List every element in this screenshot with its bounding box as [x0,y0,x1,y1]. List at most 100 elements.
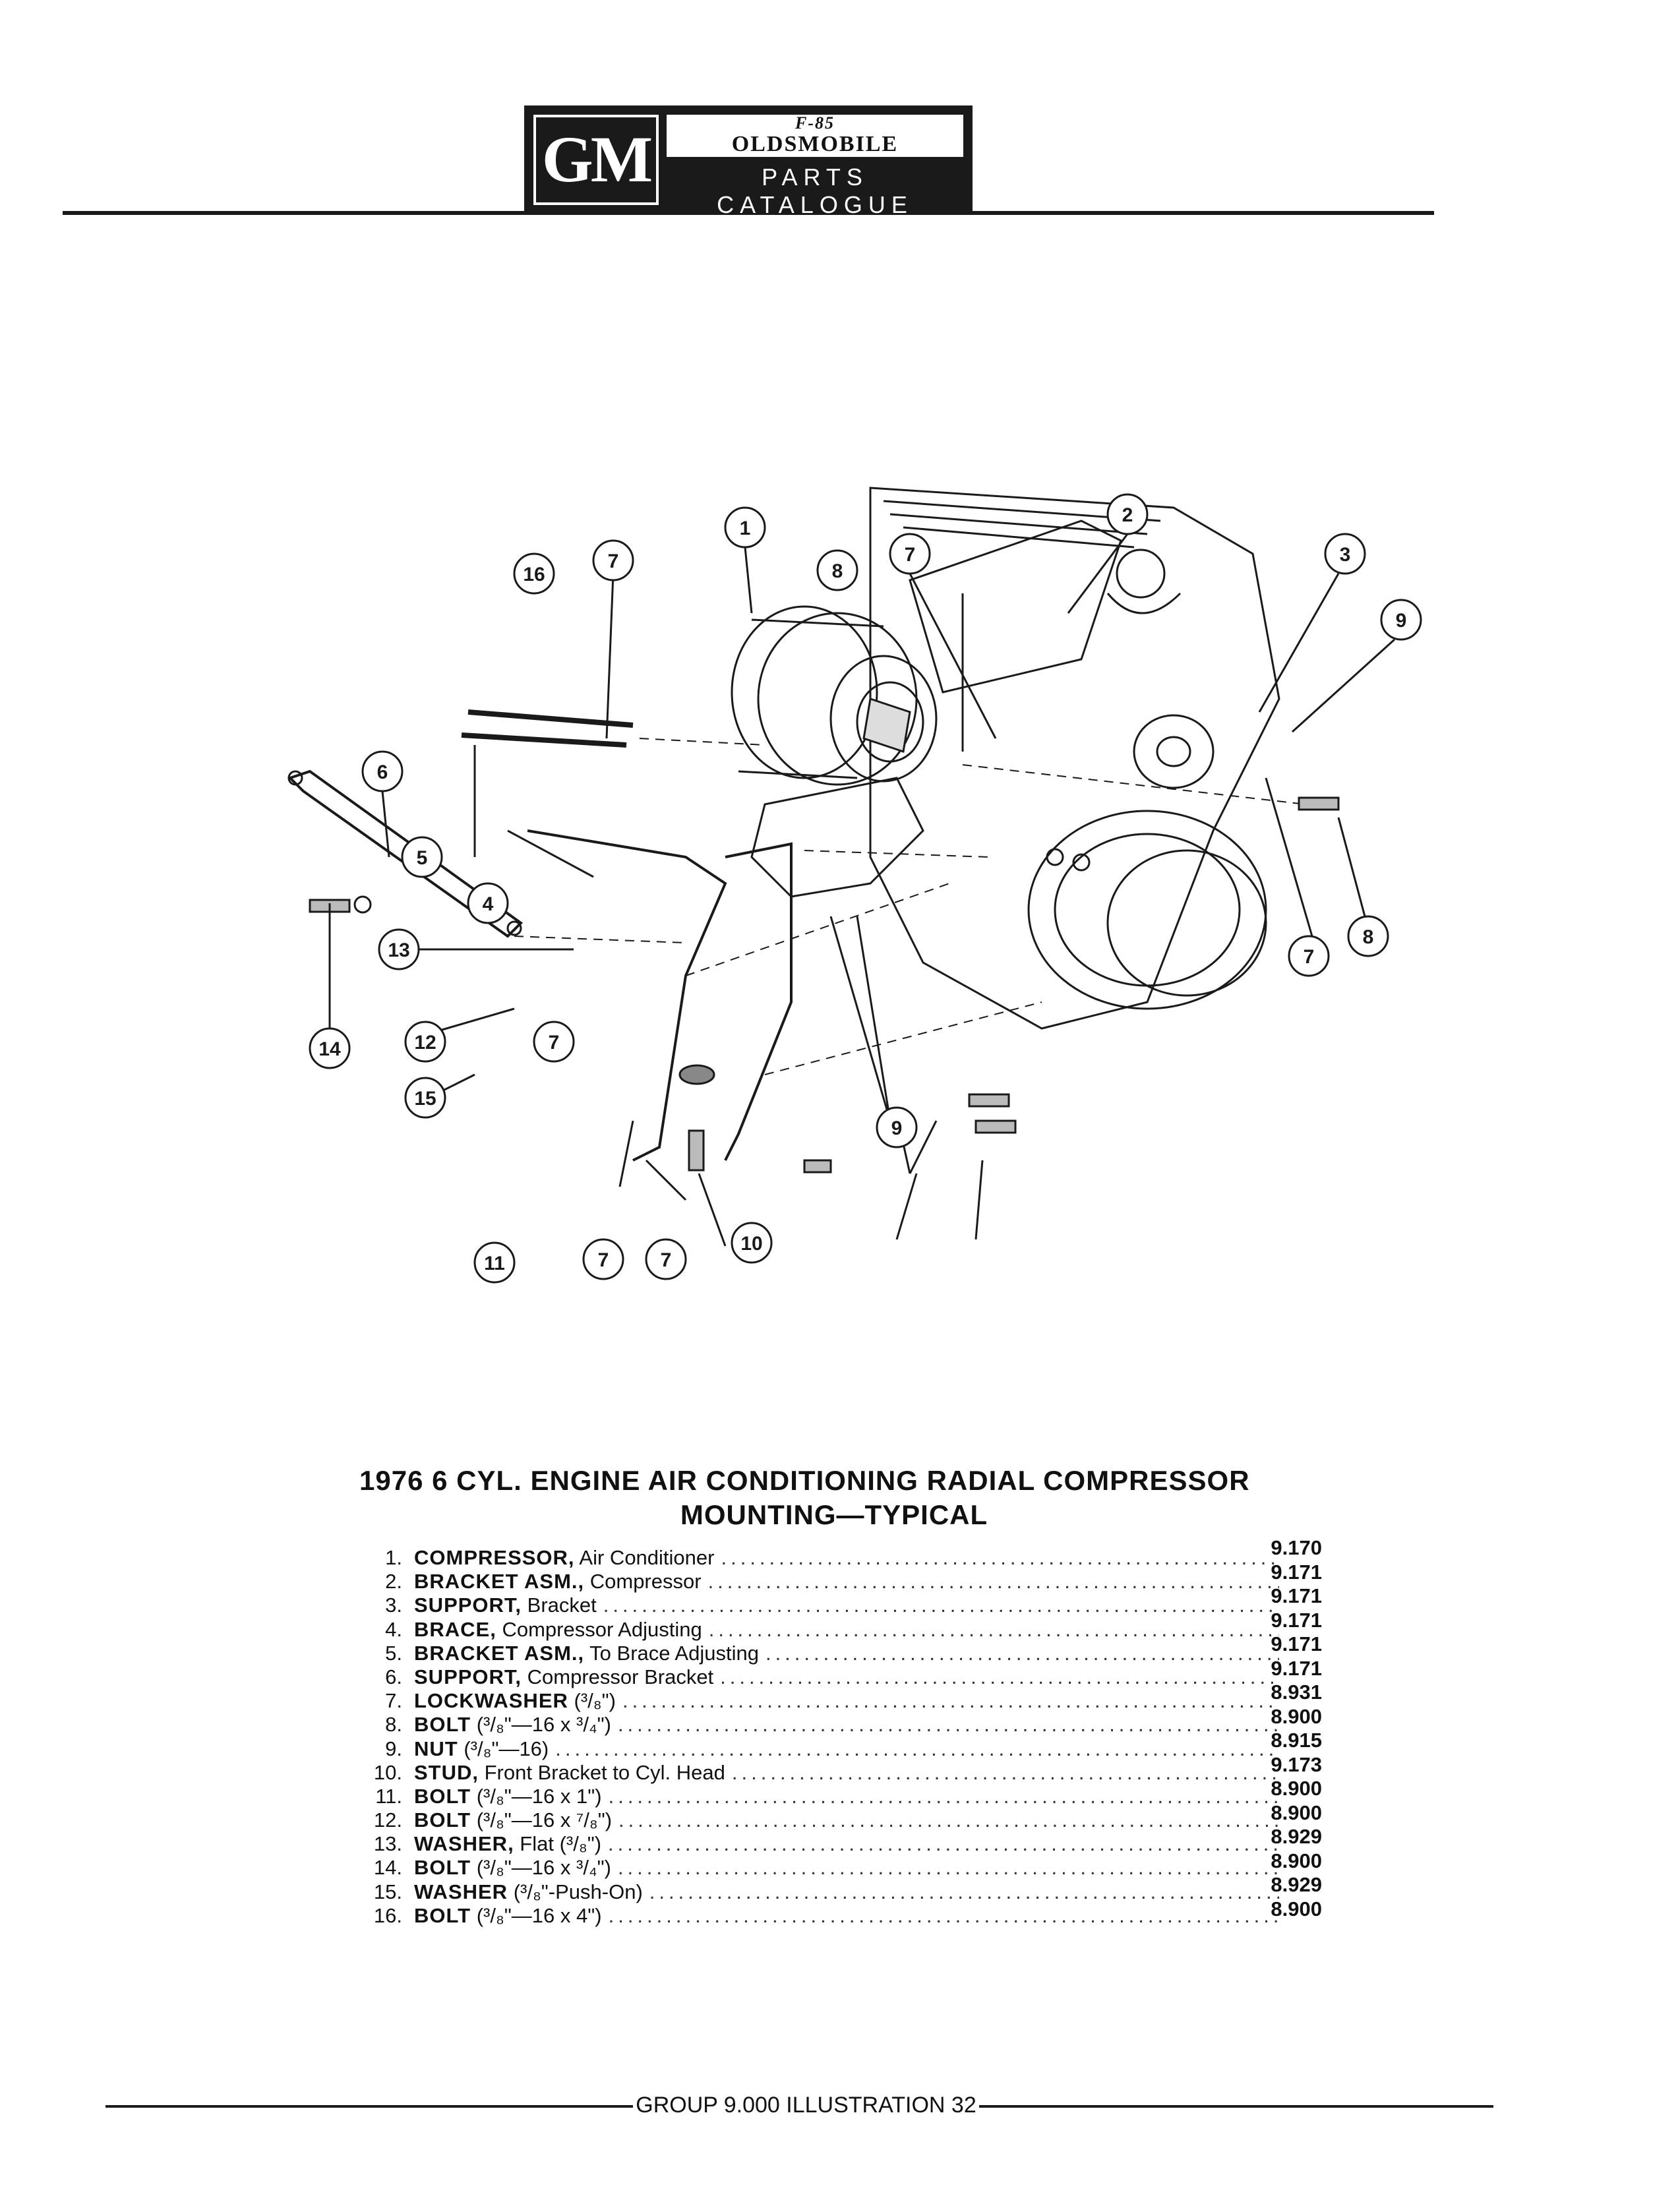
callout-8: 8 [816,549,858,591]
part-number: 16. [373,1903,402,1927]
part-name: BOLT [414,1713,471,1737]
part-description: BOLT (³/₈"—16 x ³/₄") [414,1713,611,1737]
svg-text:7: 7 [608,550,619,572]
part-number: 2. [385,1570,402,1593]
callout-7: 7 [889,533,931,575]
part-number: 4. [385,1617,402,1641]
part-detail: Compressor Adjusting [496,1617,702,1641]
callout-7: 7 [592,539,634,581]
part-description: WASHER, Flat (³/₈") [414,1832,601,1856]
group-reference: 9.171 [1271,1560,1322,1584]
group-reference: 8.900 [1271,1849,1322,1872]
illustration-caption: 1976 6 CYL. ENGINE AIR CONDITIONING RADI… [359,1464,1309,1532]
leader-dots: ........................................… [608,1832,1279,1856]
group-reference: 8.900 [1271,1897,1322,1920]
group-reference: 8.900 [1271,1704,1322,1728]
leader-dots: ........................................… [721,1546,1279,1569]
part-name: BRACKET ASM., [414,1570,585,1593]
parts-list-row: 4. BRACE, Compressor Adjusting...........… [349,1618,1332,1642]
svg-text:7: 7 [661,1249,672,1271]
part-detail: (³/₈"—16 x ³/₄") [471,1856,611,1880]
part-description: COMPRESSOR, Air Conditioner [414,1546,714,1570]
part-detail: (³/₈"—16) [458,1737,549,1760]
callout-3: 3 [1324,533,1366,575]
svg-text:3: 3 [1340,544,1351,566]
catalogue-title: PARTS CATALOGUE [717,164,913,218]
parts-list-row: 13.WASHER, Flat (³/₈")..................… [349,1832,1332,1856]
svg-text:16: 16 [523,564,545,585]
callout-11: 11 [473,1241,516,1284]
leader-dots: ........................................… [555,1737,1279,1760]
leader-dots: ........................................… [603,1593,1279,1617]
part-description: BOLT (³/₈"—16 x ⁷/₈") [414,1808,612,1832]
svg-text:9: 9 [1396,610,1407,632]
svg-text:10: 10 [740,1233,762,1255]
svg-text:2: 2 [1122,504,1133,526]
leader-dots: ........................................… [617,1856,1279,1880]
footer-rule-right [979,2105,1493,2108]
callout-9: 9 [876,1106,918,1148]
parts-list-row: 1.COMPRESSOR, Air Conditioner...........… [349,1546,1332,1570]
part-detail: To Brace Adjusting [584,1641,759,1665]
svg-text:7: 7 [549,1032,560,1054]
parts-list-row: 7.LOCKWASHER (³/₈").....................… [349,1689,1332,1713]
part-name: LOCKWASHER [414,1689,568,1713]
callout-7: 7 [533,1021,575,1063]
callout-7: 7 [645,1238,687,1280]
leader-dots: ........................................… [707,1570,1279,1593]
leader-dots: ........................................… [618,1808,1279,1832]
group-reference: 8.929 [1271,1825,1322,1848]
parts-list-row: 9.NUT (³/₈"—16).........................… [349,1737,1332,1761]
callout-6: 6 [361,750,404,792]
parts-list-row: 12.BOLT (³/₈"—16 x ⁷/₈")................… [349,1808,1332,1832]
callout-13: 13 [378,928,420,970]
svg-text:13: 13 [388,939,409,961]
part-description: SUPPORT, Bracket [414,1593,597,1617]
group-reference: 8.931 [1271,1681,1322,1704]
part-detail: (³/₈"—16 x 1") [471,1784,602,1808]
svg-text:9: 9 [891,1117,903,1139]
callout-14: 14 [309,1027,351,1069]
leader-dots: ........................................… [708,1617,1279,1641]
part-name: BOLT [414,1856,471,1880]
part-name: STUD, [414,1760,479,1784]
part-description: BOLT (³/₈"—16 x 4") [414,1904,602,1928]
group-reference: 9.170 [1271,1536,1322,1559]
gm-parts-catalogue-logo: GM F-85 OLDSMOBILE PARTS CATALOGUE [524,105,973,218]
part-number: 9. [385,1737,402,1760]
leader-dots: ........................................… [617,1713,1279,1737]
group-reference: 9.171 [1271,1632,1322,1655]
part-name: BRACE, [414,1617,496,1641]
part-name: COMPRESSOR, [414,1546,575,1569]
exploded-view-illustration: 1 2 3 9 7 8 16 7 6 5 4 13 14 12 7 15 9 7… [287,487,1422,1284]
callout-9: 9 [1380,599,1422,641]
parts-list-row: 6.SUPPORT, Compressor Bracket...........… [349,1665,1332,1689]
svg-text:1: 1 [740,518,751,539]
part-detail: Bracket [522,1593,597,1617]
part-name: BOLT [414,1903,471,1927]
leader-dots: ........................................… [720,1665,1279,1688]
part-number: 11. [375,1784,402,1808]
footer-label: GROUP 9.000 ILLUSTRATION 32 [636,2093,976,2118]
part-number: 3. [385,1593,402,1617]
part-description: SUPPORT, Compressor Bracket [414,1665,713,1689]
svg-text:6: 6 [377,761,388,783]
part-description: BRACE, Compressor Adjusting [414,1618,702,1642]
part-number: 7. [385,1689,402,1713]
callout-16: 16 [513,552,555,595]
part-description: STUD, Front Bracket to Cyl. Head [414,1761,725,1785]
part-name: BOLT [414,1808,471,1832]
parts-list: 1.COMPRESSOR, Air Conditioner...........… [349,1546,1332,1928]
svg-text:15: 15 [414,1088,436,1110]
part-name: BRACKET ASM., [414,1641,585,1665]
svg-text:7: 7 [1304,946,1315,968]
part-name: SUPPORT, [414,1593,522,1617]
part-detail: Air Conditioner [574,1546,715,1569]
callout-7: 7 [582,1238,624,1280]
part-detail: (³/₈") [568,1689,616,1713]
svg-text:4: 4 [483,893,494,915]
parts-list-row: 10.STUD, Front Bracket to Cyl. Head.....… [349,1761,1332,1785]
parts-list-row: 14.BOLT (³/₈"—16 x ³/₄")................… [349,1856,1332,1880]
part-name: BOLT [414,1784,471,1808]
parts-list-row: 2.BRACKET ASM., Compressor..............… [349,1570,1332,1593]
